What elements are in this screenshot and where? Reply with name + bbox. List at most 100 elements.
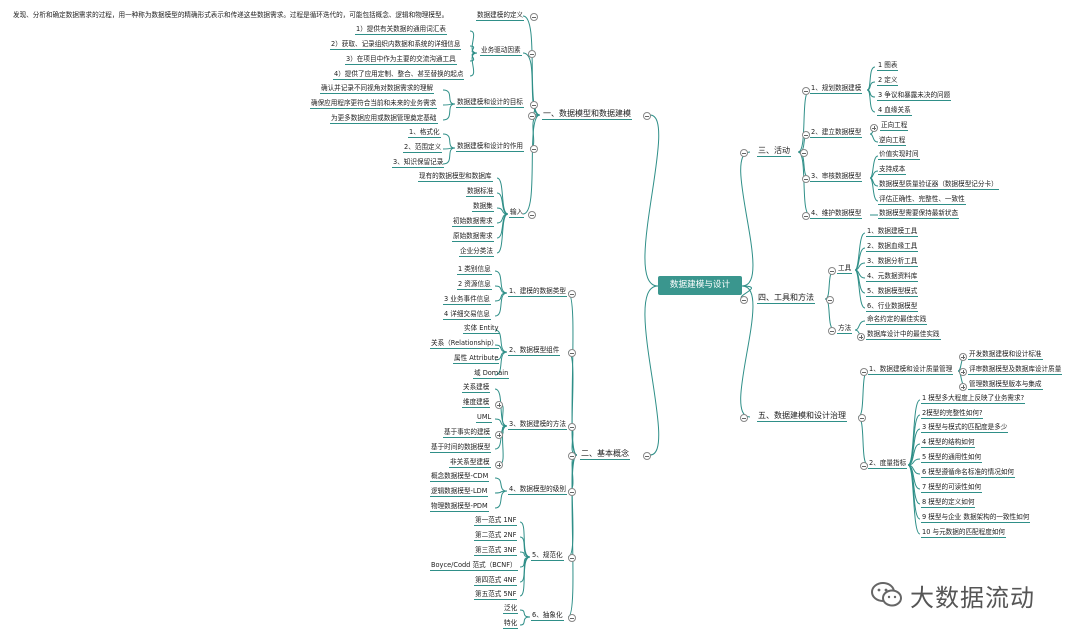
collapse-toggle[interactable] — [740, 149, 748, 157]
normal-form-item[interactable]: 第二范式 2NF — [474, 531, 518, 541]
collapse-toggle[interactable] — [800, 149, 808, 157]
method-item[interactable]: UML — [476, 413, 493, 423]
collapse-toggle[interactable] — [568, 488, 576, 496]
roles-item[interactable]: 1、格式化 — [408, 128, 441, 138]
normal-form-item[interactable]: 第一范式 1NF — [474, 516, 518, 526]
collapse-toggle[interactable] — [568, 423, 576, 431]
collapse-toggle[interactable] — [828, 327, 836, 335]
method-item[interactable]: 关系建模 — [462, 383, 491, 393]
quality-item[interactable]: 评审数据模型及数据库设计质量 — [968, 365, 1063, 375]
collapse-toggle[interactable] — [740, 296, 748, 304]
metric-item[interactable]: 5 模型的通用性如何 — [921, 453, 983, 463]
activity-review[interactable]: 3、审核数据模型 — [810, 172, 863, 182]
collapse-toggle[interactable] — [643, 112, 651, 120]
build-item[interactable]: 逆向工程 — [878, 136, 907, 146]
collapse-toggle[interactable] — [528, 50, 536, 58]
drivers-label[interactable]: 业务驱动因素 — [480, 46, 522, 56]
collapse-toggle[interactable] — [530, 145, 538, 153]
collapse-toggle[interactable] — [568, 349, 576, 357]
normal-form-item[interactable]: 第四范式 4NF — [474, 576, 518, 586]
concept-data-types[interactable]: 1、建模的数据类型 — [508, 287, 567, 297]
tool-item[interactable]: 3、数据分析工具 — [866, 257, 919, 267]
metric-item[interactable]: 2模型的完整性如何? — [921, 409, 984, 419]
collapse-toggle[interactable] — [802, 87, 810, 95]
activity-build[interactable]: 2、建立数据模型 — [810, 128, 863, 138]
collapse-toggle[interactable] — [568, 452, 576, 460]
collapse-toggle[interactable] — [530, 101, 538, 109]
tool-item[interactable]: 6、行业数据模型 — [866, 302, 919, 312]
inputs-label[interactable]: 输入 — [509, 208, 525, 218]
component-item[interactable]: 关系（Relationship） — [430, 339, 499, 349]
plan-item[interactable]: 3 争议和暴露未决的问题 — [877, 91, 952, 101]
review-item[interactable]: 价值实现时间 — [878, 150, 920, 160]
metric-item[interactable]: 9 模型与企业 数据架构的一致性如何 — [921, 513, 1031, 523]
component-item[interactable]: 属性 Attribute — [453, 354, 500, 364]
branch-tools-methods[interactable]: 四、工具和方法 — [757, 293, 815, 304]
drivers-item[interactable]: 4）提供了应用定制、整合、甚至替换的起点 — [333, 70, 465, 80]
level-item[interactable]: 概念数据模型-CDM — [430, 472, 490, 482]
inputs-item[interactable]: 初始数据需求 — [452, 217, 494, 227]
drivers-item[interactable]: 3）在项目中作为主要的交流沟通工具 — [345, 55, 457, 65]
concept-components[interactable]: 2、数据模型组件 — [508, 346, 561, 356]
collapse-toggle[interactable] — [828, 267, 836, 275]
collapse-toggle[interactable] — [740, 414, 748, 422]
level-item[interactable]: 物理数据模型-PDM — [430, 502, 489, 512]
review-item[interactable]: 评估正确性、完整性、一致性 — [878, 195, 966, 205]
expand-toggle[interactable] — [959, 353, 967, 361]
concept-normalization[interactable]: 5、规范化 — [531, 551, 564, 561]
roles-label[interactable]: 数据建模和设计的作用 — [456, 142, 524, 152]
method-item[interactable]: 非关系型建模 — [449, 458, 491, 468]
normal-form-item[interactable]: 第五范式 5NF — [474, 590, 518, 600]
method-practice-item[interactable]: 命名约定的最佳实践 — [866, 315, 928, 325]
metric-item[interactable]: 4 模型的结构如何 — [921, 438, 976, 448]
roles-item[interactable]: 2、范围定义 — [403, 143, 443, 153]
abstraction-item[interactable]: 特化 — [503, 619, 519, 629]
goals-item[interactable]: 确保应用程序更符合当前和未来的业务需求 — [310, 99, 438, 109]
data-type-item[interactable]: 1 类别信息 — [457, 265, 492, 275]
roles-item[interactable]: 3、知识保留记录 — [392, 158, 445, 168]
governance-metrics[interactable]: 2、度量指标 — [868, 459, 908, 469]
drivers-item[interactable]: 1）提供有关数据的通用词汇表 — [355, 25, 447, 35]
expand-toggle[interactable] — [495, 461, 503, 469]
plan-item[interactable]: 2 定义 — [877, 76, 899, 86]
collapse-toggle[interactable] — [826, 296, 834, 304]
plan-item[interactable]: 4 血缘关系 — [877, 106, 912, 116]
activity-plan[interactable]: 1、规划数据建模 — [810, 84, 863, 94]
tool-item[interactable]: 2、数据血缘工具 — [866, 242, 919, 252]
goals-label[interactable]: 数据建模和设计的目标 — [456, 98, 524, 108]
expand-toggle[interactable] — [959, 383, 967, 391]
metric-item[interactable]: 7 模型的可读性如何 — [921, 483, 983, 493]
method-item[interactable]: 基于时间的数据模型 — [430, 443, 492, 453]
component-item[interactable]: 实体 Entity — [463, 324, 500, 334]
concept-levels[interactable]: 4、数据模型的级别 — [508, 485, 567, 495]
quality-item[interactable]: 开发数据建模和设计标准 — [968, 350, 1043, 360]
plan-item[interactable]: 1 图表 — [877, 61, 899, 71]
metric-item[interactable]: 1 模型多大程度上反映了业务需求? — [921, 394, 1026, 404]
inputs-item[interactable]: 现有的数据模型和数据库 — [418, 172, 493, 182]
tools-label[interactable]: 工具 — [837, 264, 853, 274]
build-item[interactable]: 正向工程 — [880, 121, 909, 131]
abstraction-item[interactable]: 泛化 — [503, 604, 519, 614]
tool-item[interactable]: 4、元数据资料库 — [866, 272, 919, 282]
collapse-toggle[interactable] — [568, 290, 576, 298]
metric-item[interactable]: 8 模型的定义如何 — [921, 498, 976, 508]
branch-activities[interactable]: 三、活动 — [757, 146, 791, 157]
governance-quality[interactable]: 1、数据建模和设计质量管理 — [868, 365, 954, 375]
collapse-toggle[interactable] — [860, 462, 868, 470]
inputs-item[interactable]: 数据集 — [472, 202, 494, 212]
data-type-item[interactable]: 2 资源信息 — [457, 280, 492, 290]
review-item[interactable]: 数据模型质量验证器（数据模型记分卡） — [878, 180, 999, 190]
tool-item[interactable]: 1、数据建模工具 — [866, 227, 919, 237]
goals-item[interactable]: 为更多数据应用或数据管理奠定基础 — [330, 114, 438, 124]
branch-governance[interactable]: 五、数据建模和设计治理 — [757, 411, 847, 422]
collapse-toggle[interactable] — [802, 212, 810, 220]
maintain-item[interactable]: 数据模型需要保持最新状态 — [878, 209, 960, 219]
collapse-toggle[interactable] — [643, 452, 651, 460]
data-type-item[interactable]: 4 详细交易信息 — [443, 310, 491, 320]
collapse-toggle[interactable] — [530, 13, 538, 21]
expand-toggle[interactable] — [857, 333, 865, 341]
drivers-item[interactable]: 2）获取、记录组织内数据和系统的详细信息 — [330, 40, 462, 50]
expand-toggle[interactable] — [495, 431, 503, 439]
inputs-item[interactable]: 数据标准 — [466, 187, 495, 197]
quality-item[interactable]: 管理数据模型版本与集成 — [968, 380, 1043, 390]
